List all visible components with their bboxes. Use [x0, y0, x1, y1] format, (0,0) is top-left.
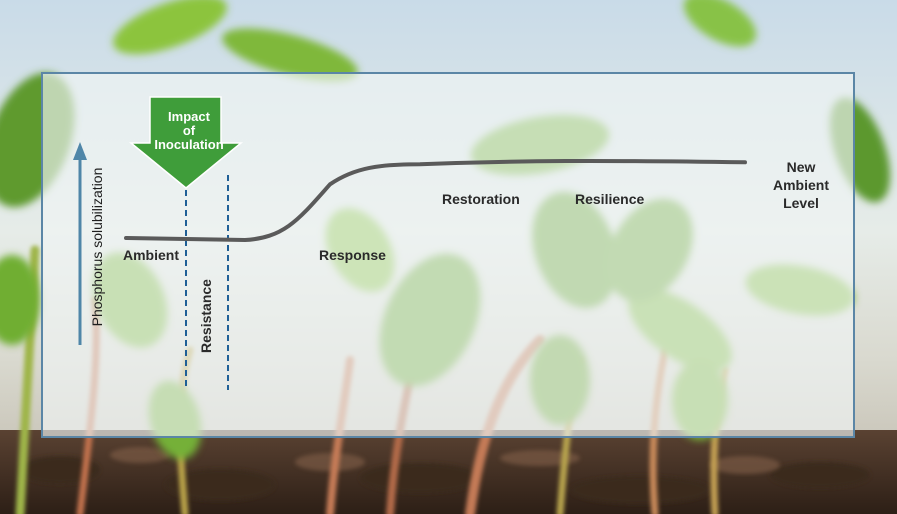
resilience-label: Resilience — [575, 191, 645, 207]
y-axis-label: Phosphorus solubilization — [89, 167, 105, 327]
resistance-label: Resistance — [198, 279, 214, 353]
impact-line-1: Impact — [168, 109, 210, 124]
restoration-label: Restoration — [442, 191, 520, 207]
impact-line-3: Inoculation — [154, 137, 224, 152]
new-ambient-level-label: New Ambient Level — [760, 158, 842, 212]
phosphorus-response-curve — [124, 158, 747, 243]
response-label: Response — [319, 247, 386, 263]
new-ambient-level-line-3: Level — [783, 195, 819, 211]
new-ambient-level-line-2: Ambient — [773, 177, 829, 193]
y-axis-arrow-head — [73, 142, 87, 160]
impact-down-arrow — [128, 96, 244, 189]
new-ambient-level-line-1: New — [786, 159, 816, 175]
impact-of-inoculation-label: Impact of Inoculation — [146, 110, 232, 152]
impact-line-2: of — [182, 123, 196, 138]
ambient-label: Ambient — [123, 247, 179, 263]
